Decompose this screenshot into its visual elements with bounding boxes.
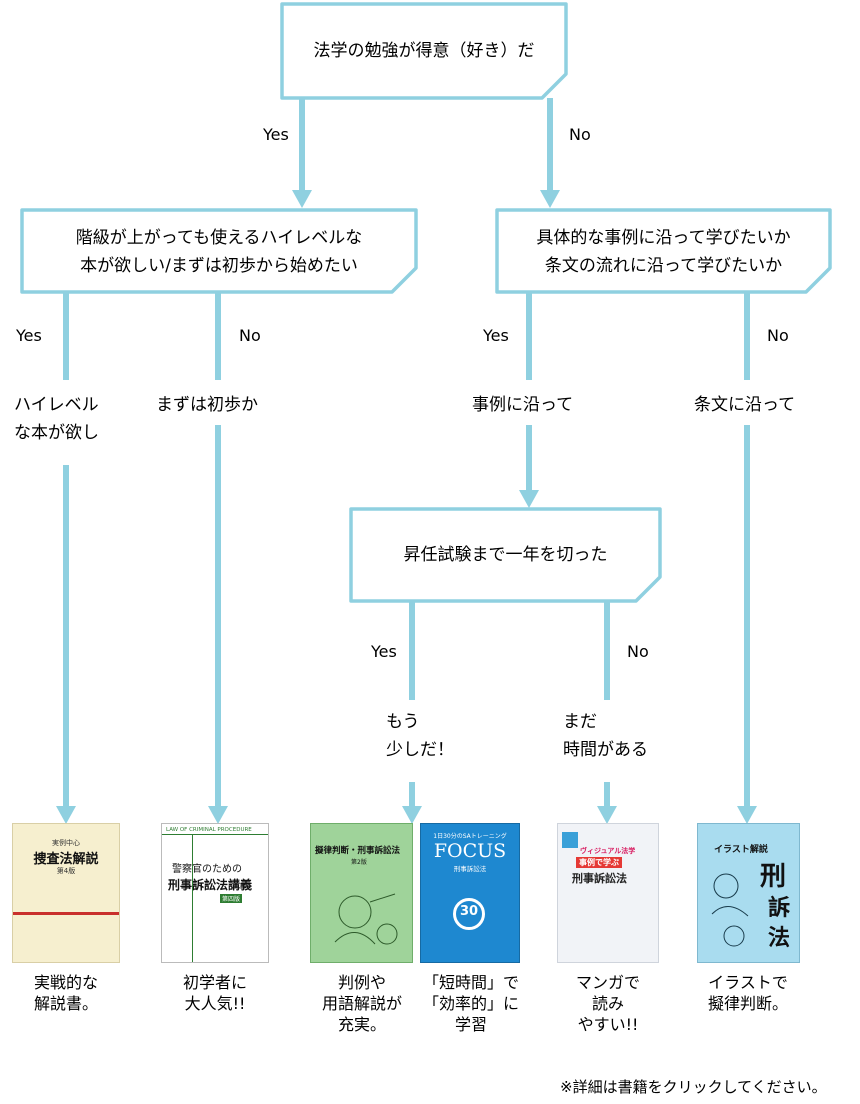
book-keiji-cover-line-2: 警察官のための	[172, 864, 242, 875]
no-label-q3: No	[767, 326, 789, 345]
question-4-text: 昇任試験まで一年を切った	[403, 545, 608, 565]
arrowhead-book6	[737, 806, 757, 824]
caption-focus-line-3: 学習	[454, 1015, 487, 1034]
book-cover-icon	[162, 824, 268, 962]
book-keiji-cover-line-1: LAW OF CRIMINAL PROCEDURE	[166, 827, 252, 833]
caption-focus-line-2: 「効率的」に	[422, 994, 519, 1013]
timer-icon	[453, 898, 485, 930]
answer-high-level: ハイレベル な本が欲し	[14, 391, 99, 447]
book-keiji-edition-badge: 第四版	[220, 894, 243, 903]
book-sousa[interactable]: 実例中心 捜査法解説 第4版	[12, 823, 120, 963]
yes-label-q3: Yes	[483, 326, 509, 345]
book-sousa-red-band	[13, 912, 119, 915]
answer-beginner: まずは初歩か	[156, 395, 258, 415]
answer-soon: もう 少しだ！	[386, 708, 454, 764]
question-box-4	[349, 507, 662, 603]
question-1-text: 法学の勉強が得意（好き）だ	[313, 41, 535, 61]
question-3-text: 具体的な事例に沿って学びたいか 条文の流れに沿って学びたいか	[497, 224, 830, 280]
answer-case: 事例に沿って	[472, 395, 574, 415]
book-hanrei-sketch	[334, 893, 398, 945]
book-illust-sketch	[711, 873, 749, 947]
caption-manga-line-2: 読み	[591, 994, 624, 1013]
arrowhead-book5	[597, 806, 617, 824]
caption-hanrei: 判例や 用語解説が 充実。	[308, 972, 416, 1035]
arrowhead-book1	[56, 806, 76, 824]
question-3-line-2: 条文の流れに沿って学びたいか	[544, 256, 783, 276]
question-3-line-1: 具体的な事例に沿って学びたいか	[536, 228, 791, 248]
answer-article: 条文に沿って	[694, 395, 796, 415]
arrowhead-q2	[292, 190, 312, 208]
book-focus-timer-number: 30	[459, 904, 479, 919]
caption-focus: 「短時間」で 「効率的」に 学習	[418, 972, 524, 1035]
book-focus-cover-title: FOCUS	[433, 840, 507, 862]
question-2-line-1: 階級が上がっても使えるハイレベルな	[75, 228, 363, 248]
question-2-text: 階級が上がっても使えるハイレベルな 本が欲しい/まずは初歩から始めたい	[22, 224, 416, 280]
book-illust-cover-line-1: イラスト解説	[714, 845, 768, 855]
answer-soon-line-2: 少しだ！	[386, 740, 454, 760]
answer-later: まだ 時間がある	[563, 708, 648, 764]
book-hanrei[interactable]: 擬律判断・刑事訴訟法 第2版	[310, 823, 413, 963]
caption-manga-line-3: やすい!!	[577, 1015, 639, 1034]
book-hanrei-cover-edition: 第2版	[351, 859, 367, 866]
question-2-line-2: 本が欲しい/まずは初歩から始めたい	[80, 256, 358, 276]
caption-keiji-line-2: 大人気!!	[184, 994, 246, 1013]
question-box-3	[495, 208, 832, 294]
book-illust[interactable]: イラスト解説 刑 訴 法	[697, 823, 800, 963]
caption-focus-line-1: 「短時間」で	[422, 973, 519, 992]
book-focus-cover-line-3: 刑事訴訟法	[453, 865, 487, 873]
book-manga-cover-line-1: ヴィジュアル法学	[580, 847, 636, 855]
answer-high-level-line-1: ハイレベル	[14, 395, 99, 415]
answer-later-line-2: 時間がある	[563, 740, 648, 760]
book-sousa-cover-line-1: 実例中心	[52, 839, 80, 847]
caption-keiji-kougi: 初学者に 大人気!!	[165, 972, 265, 1014]
answer-later-line-1: まだ	[563, 712, 597, 732]
caption-manga: マンガで 読み やすい!!	[558, 972, 658, 1035]
answer-soon-line-1: もう	[386, 712, 420, 732]
book-illust-cover-char-2: 訴	[768, 896, 791, 921]
book-keiji-green-vertical	[192, 834, 193, 962]
book-sousa-cover-line-3: 第4版	[56, 867, 76, 875]
arrowhead-q3	[540, 190, 560, 208]
caption-sousa-line-1: 実戦的な	[33, 973, 98, 992]
yes-label-q1: Yes	[263, 125, 289, 144]
caption-hanrei-line-3: 充実。	[337, 1015, 386, 1034]
caption-hanrei-line-1: 判例や	[337, 973, 386, 992]
caption-keiji-line-1: 初学者に	[182, 973, 247, 992]
book-manga-logo-icon	[562, 832, 578, 848]
book-hanrei-cover-title: 擬律判断・刑事訴訟法	[315, 846, 401, 856]
yes-label-q4: Yes	[371, 642, 397, 661]
caption-illust: イラストで 擬律判断。	[698, 972, 798, 1014]
arrowhead-book34	[402, 806, 422, 824]
question-box-2	[20, 208, 418, 294]
answer-high-level-line-2: な本が欲し	[14, 423, 99, 443]
arrowhead-book2	[208, 806, 228, 824]
book-keiji-green-rule	[162, 834, 268, 835]
yes-label-q2: Yes	[16, 326, 42, 345]
book-focus-cover-line-1: 1日30分のSAトレーニング	[433, 833, 507, 840]
book-illust-cover-char-3: 法	[768, 926, 791, 951]
no-label-q4: No	[627, 642, 649, 661]
book-manga[interactable]: ヴィジュアル法学 事例で学ぶ 刑事訴訟法	[557, 823, 659, 963]
book-manga-cover-line-2: 事例で学ぶ	[576, 857, 622, 868]
book-illust-cover-char-1: 刑	[760, 862, 787, 892]
book-sousa-cover-title: 捜査法解説	[33, 852, 99, 867]
no-label-q1: No	[569, 125, 591, 144]
book-keiji-kougi[interactable]: LAW OF CRIMINAL PROCEDURE 警察官のための 刑事訴訟法講…	[161, 823, 269, 963]
book-keiji-cover-title: 刑事訴訟法講義	[168, 878, 253, 892]
arrowhead-q4	[519, 490, 539, 508]
caption-sousa-line-2: 解説書。	[33, 994, 98, 1013]
caption-illust-line-2: 擬律判断。	[707, 994, 788, 1013]
footer-note: ※詳細は書籍をクリックしてください。	[560, 1078, 827, 1096]
book-focus[interactable]: 1日30分のSAトレーニング FOCUS 刑事訴訟法 30	[420, 823, 520, 963]
caption-sousa: 実戦的な 解説書。	[16, 972, 116, 1014]
caption-illust-line-1: イラストで	[708, 973, 788, 992]
no-label-q2: No	[239, 326, 261, 345]
book-manga-cover-title: 刑事訴訟法	[572, 872, 627, 885]
caption-manga-line-1: マンガで	[575, 973, 640, 992]
caption-hanrei-line-2: 用語解説が	[321, 994, 402, 1013]
question-box-1	[280, 2, 568, 100]
